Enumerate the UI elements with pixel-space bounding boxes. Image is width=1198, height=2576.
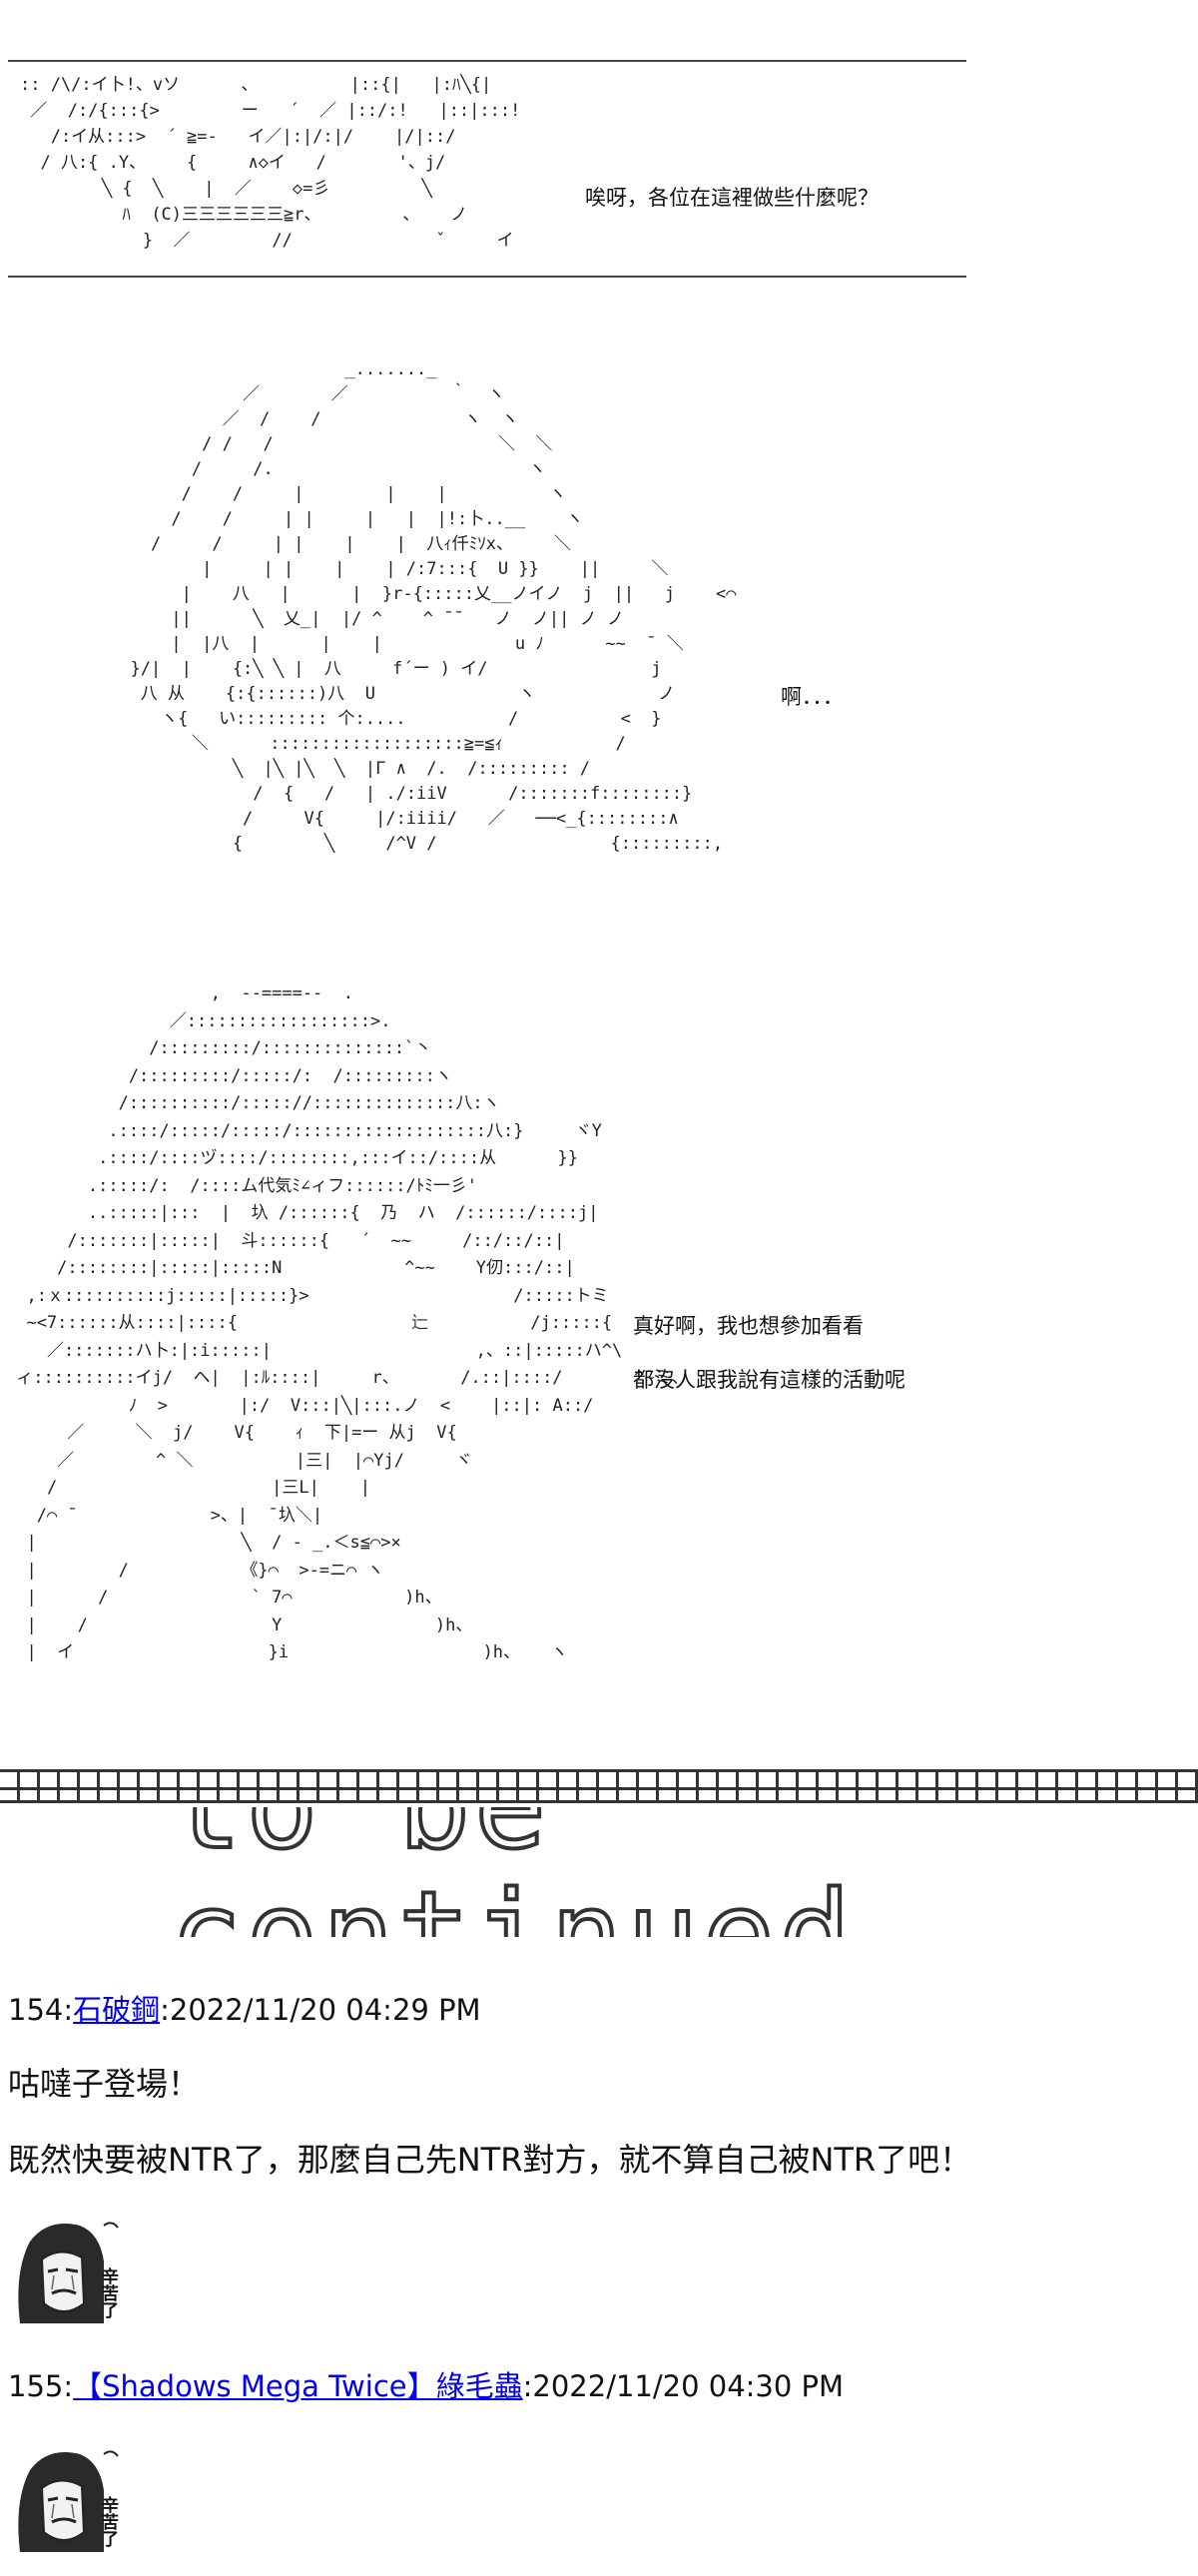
sticker-image: 辛苦了 (8, 2212, 128, 2331)
post-author-link[interactable]: 石破鋼 (73, 1993, 161, 2027)
post-timestamp: :2022/11/20 04:29 PM (160, 1993, 481, 2027)
post-author-link[interactable]: 【Shadows Mega Twice】綠毛蟲 (73, 2369, 523, 2403)
post-number: 155: (8, 2369, 74, 2403)
dialogue-scene2: 啊．．． (781, 685, 844, 709)
dialogue-scene3-line2: 都沒人跟我說有這樣的活動呢 (633, 1368, 905, 1392)
post-number: 154: (8, 1993, 74, 2027)
ascii-art-scene2: _......._ ／ ／ ｀ ヽ ／ / / ヽ ヽ / / / ＼ ＼ / … (130, 359, 737, 854)
sticker-image: 辛苦了 (8, 2440, 128, 2560)
divider-top (8, 60, 966, 62)
to-be-continued-banner: to be continued... (170, 1807, 1083, 1937)
post-timestamp: :2022/11/20 04:30 PM (522, 2369, 845, 2403)
sticker-text: 辛苦了 (98, 2495, 119, 2548)
ascii-art-scene1: :: /\/:イ卜!、vソ 、 |::{| |:ﾊ╲{| ／ /:/{:::{>… (20, 75, 521, 251)
post-header-154: 154:石破鋼:2022/11/20 04:29 PM (8, 1987, 481, 2029)
sticker-text: 辛苦了 (98, 2266, 119, 2319)
dialogue-scene3-line1: 真好啊，我也想參加看看 (633, 1314, 864, 1338)
post-header-155: 155:【Shadows Mega Twice】綠毛蟲:2022/11/20 0… (8, 2363, 844, 2405)
post-154-line-1: 咕噠子登場！ (8, 2065, 201, 2103)
dialogue-scene1: 唉呀，各位在這裡做些什麼呢？ (585, 186, 879, 210)
ascii-art-scene3: , --====-- . ／::::::::::::::::::>. /::::… (16, 983, 689, 1662)
divider-bottom (8, 276, 966, 278)
post-154-line-2: 既然快要被NTR了，那麼自己先NTR對方，就不算自己被NTR了吧！ (8, 2141, 972, 2179)
banner-border-bar (0, 1769, 1198, 1803)
